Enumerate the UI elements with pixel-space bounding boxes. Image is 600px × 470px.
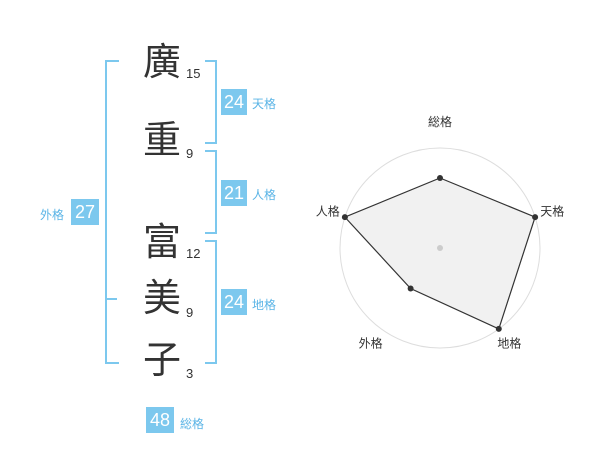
soukaku-label: 総格 [180,417,205,431]
jinkaku-bracket [205,150,217,234]
jinkaku-value: 21 [221,180,247,206]
gaikaku-bracket-mid [105,298,117,300]
tenkaku-value: 24 [221,89,247,115]
radar-label-3: 地格 [497,335,521,350]
stroke-count-3: 12 [186,246,201,261]
radar-point-5 [341,214,348,221]
gaikaku-value: 27 [71,199,99,225]
radar-point-1 [437,175,443,181]
chikaku-value: 24 [221,289,247,315]
gaikaku-label: 外格 [40,208,65,222]
name-char-5: 子 [143,338,182,382]
radar-point-3 [495,325,502,332]
jinkaku-label: 人格 [252,188,277,202]
stroke-count-5: 3 [186,366,194,381]
tenkaku-label: 天格 [252,97,277,111]
radar-label-1: 総格 [428,114,452,129]
stroke-count-1: 15 [186,66,201,81]
radar-polygon [343,177,536,330]
stroke-count-2: 9 [186,146,194,161]
name-char-2: 重 [143,118,182,162]
gaikaku-bracket [105,60,119,364]
radar-point-4 [407,285,414,292]
radar-label-2: 天格 [540,204,564,219]
stroke-count-4: 9 [186,305,194,320]
radar-label-4: 外格 [359,335,383,350]
radar-label-5: 人格 [316,204,340,219]
radar-point-2 [532,214,539,221]
tenkaku-bracket [205,60,217,144]
name-char-1: 廣 [143,40,182,84]
name-char-4: 美 [143,276,182,320]
name-char-3: 富 [143,220,182,264]
soukaku-value: 48 [146,407,174,433]
chikaku-label: 地格 [252,298,277,312]
radar-points [341,175,539,332]
radar-center [437,245,443,251]
chikaku-bracket [205,240,217,364]
